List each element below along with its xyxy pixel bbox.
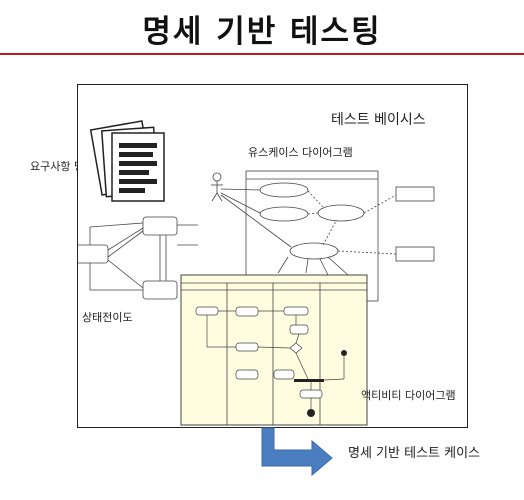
state-diagram [78, 216, 198, 300]
test-basis-label: 테스트 베이시스 [331, 112, 426, 128]
activity-diagram [180, 274, 368, 426]
activity-diagram-label: 액티비티 다이어그램 [361, 389, 456, 402]
test-case-output-label: 명세 기반 테스트 케이스 [348, 446, 480, 461]
page-title: 명세 기반 테스팅 [142, 14, 382, 50]
title-divider [0, 53, 524, 55]
usecase-diagram-label: 유스케이스 다이어그램 [248, 146, 353, 159]
requirements-document-icon [89, 120, 165, 202]
state-diagram-label: 상태전이도 [82, 311, 133, 324]
test-basis-diagram [78, 120, 435, 426]
test-basis-slide: 테스트 베이시스 유스케이스 다이어그램 상태전이도 액티비티 다이어그램 [77, 84, 468, 428]
